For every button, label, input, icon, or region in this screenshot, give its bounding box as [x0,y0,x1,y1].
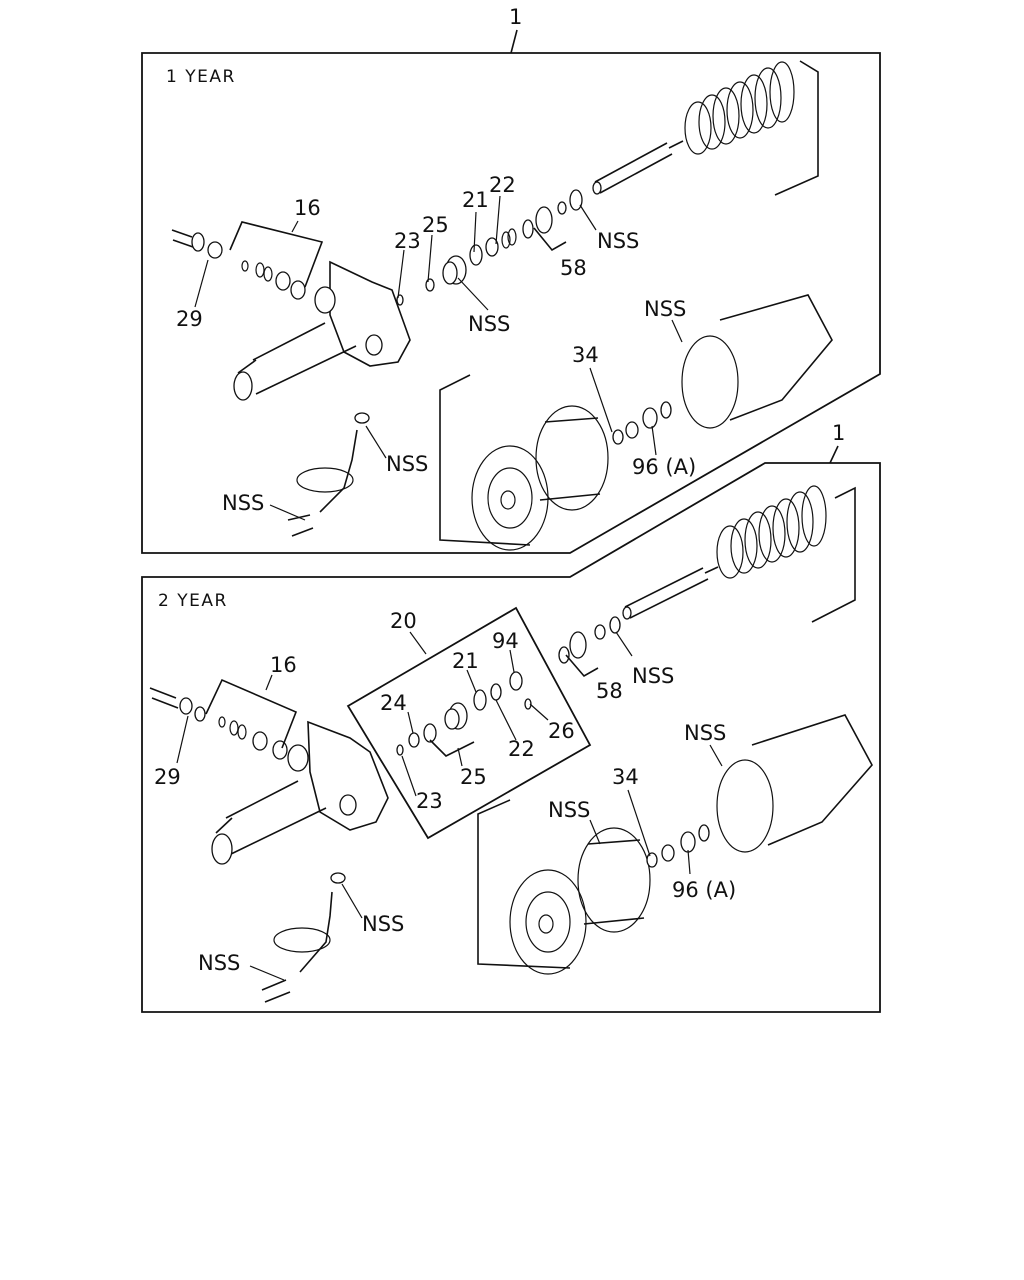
callout-nss-spring: NSS [632,664,674,688]
year-label: 1 YEAR [166,67,236,87]
kit-box-20 [346,606,592,840]
callout-1-top: 1 [509,5,522,29]
callout-nss-fitting: NSS [222,491,264,515]
callout-23: 23 [394,229,421,253]
panel-1-year: 1 1 YEAR [141,5,881,554]
bracket-16 [229,221,324,288]
cover-assembly [439,374,609,551]
callout-34: 34 [572,343,599,367]
piston-group [396,189,583,306]
spring-bracket [774,60,819,196]
callout-94: 94 [492,629,519,653]
leaders-2 [176,631,723,981]
drain-hose [261,872,346,1003]
callout-nss-piston: NSS [468,312,510,336]
small-rings [646,824,710,868]
return-spring [716,485,827,579]
callout-1-leader [510,29,518,54]
booster-housing [681,294,833,429]
callout-nss-band: NSS [548,798,590,822]
callout-21: 21 [462,188,489,212]
callout-29: 29 [176,307,203,331]
panel-1-frame [141,52,881,554]
callout-21: 21 [452,649,479,673]
callout-25: 25 [460,765,487,789]
callout-nss-oring: NSS [684,721,726,745]
callout-24: 24 [380,691,407,715]
panel-2-year: 1 2 YEAR [141,421,881,1013]
inlet-fitting [171,229,306,300]
callout-25: 25 [422,213,449,237]
callout-96a: 96 (A) [632,455,696,479]
push-rod [592,140,684,195]
year-label: 2 YEAR [158,591,228,611]
callout-22: 22 [489,173,516,197]
cylinder-body [211,720,389,865]
callout-1-leader [829,445,839,464]
cover-assembly [477,799,651,975]
small-rings [612,401,672,445]
callout-nss-fitting: NSS [198,951,240,975]
leader-20 [409,631,427,655]
callout-58: 58 [596,679,623,703]
callout-16: 16 [270,653,297,677]
inlet-fitting [149,687,288,760]
callout-29: 29 [154,765,181,789]
booster-housing [716,714,873,853]
bracket-16 [205,678,298,749]
callout-nss-oring: NSS [644,297,686,321]
push-rod [622,566,719,620]
callout-nss-washer: NSS [362,912,404,936]
callout-96a: 96 (A) [672,878,736,902]
panel-2-frame [141,462,881,1013]
callout-nss-washer: NSS [386,452,428,476]
callout-34: 34 [612,765,639,789]
piston-group [396,616,621,756]
leaders-1 [194,195,683,521]
callout-22: 22 [508,737,535,761]
callout-26: 26 [548,719,575,743]
callout-20: 20 [390,609,417,633]
bracket-58 [565,654,599,678]
spring-bracket [811,486,856,623]
bracket-25 [429,739,475,757]
return-spring [684,61,795,155]
callout-1-top: 1 [832,421,845,445]
bracket-58 [533,227,567,252]
callout-16: 16 [294,196,321,220]
callout-23: 23 [416,789,443,813]
callout-58: 58 [560,256,587,280]
cylinder-body [233,260,411,401]
callout-nss-spring: NSS [597,229,639,253]
